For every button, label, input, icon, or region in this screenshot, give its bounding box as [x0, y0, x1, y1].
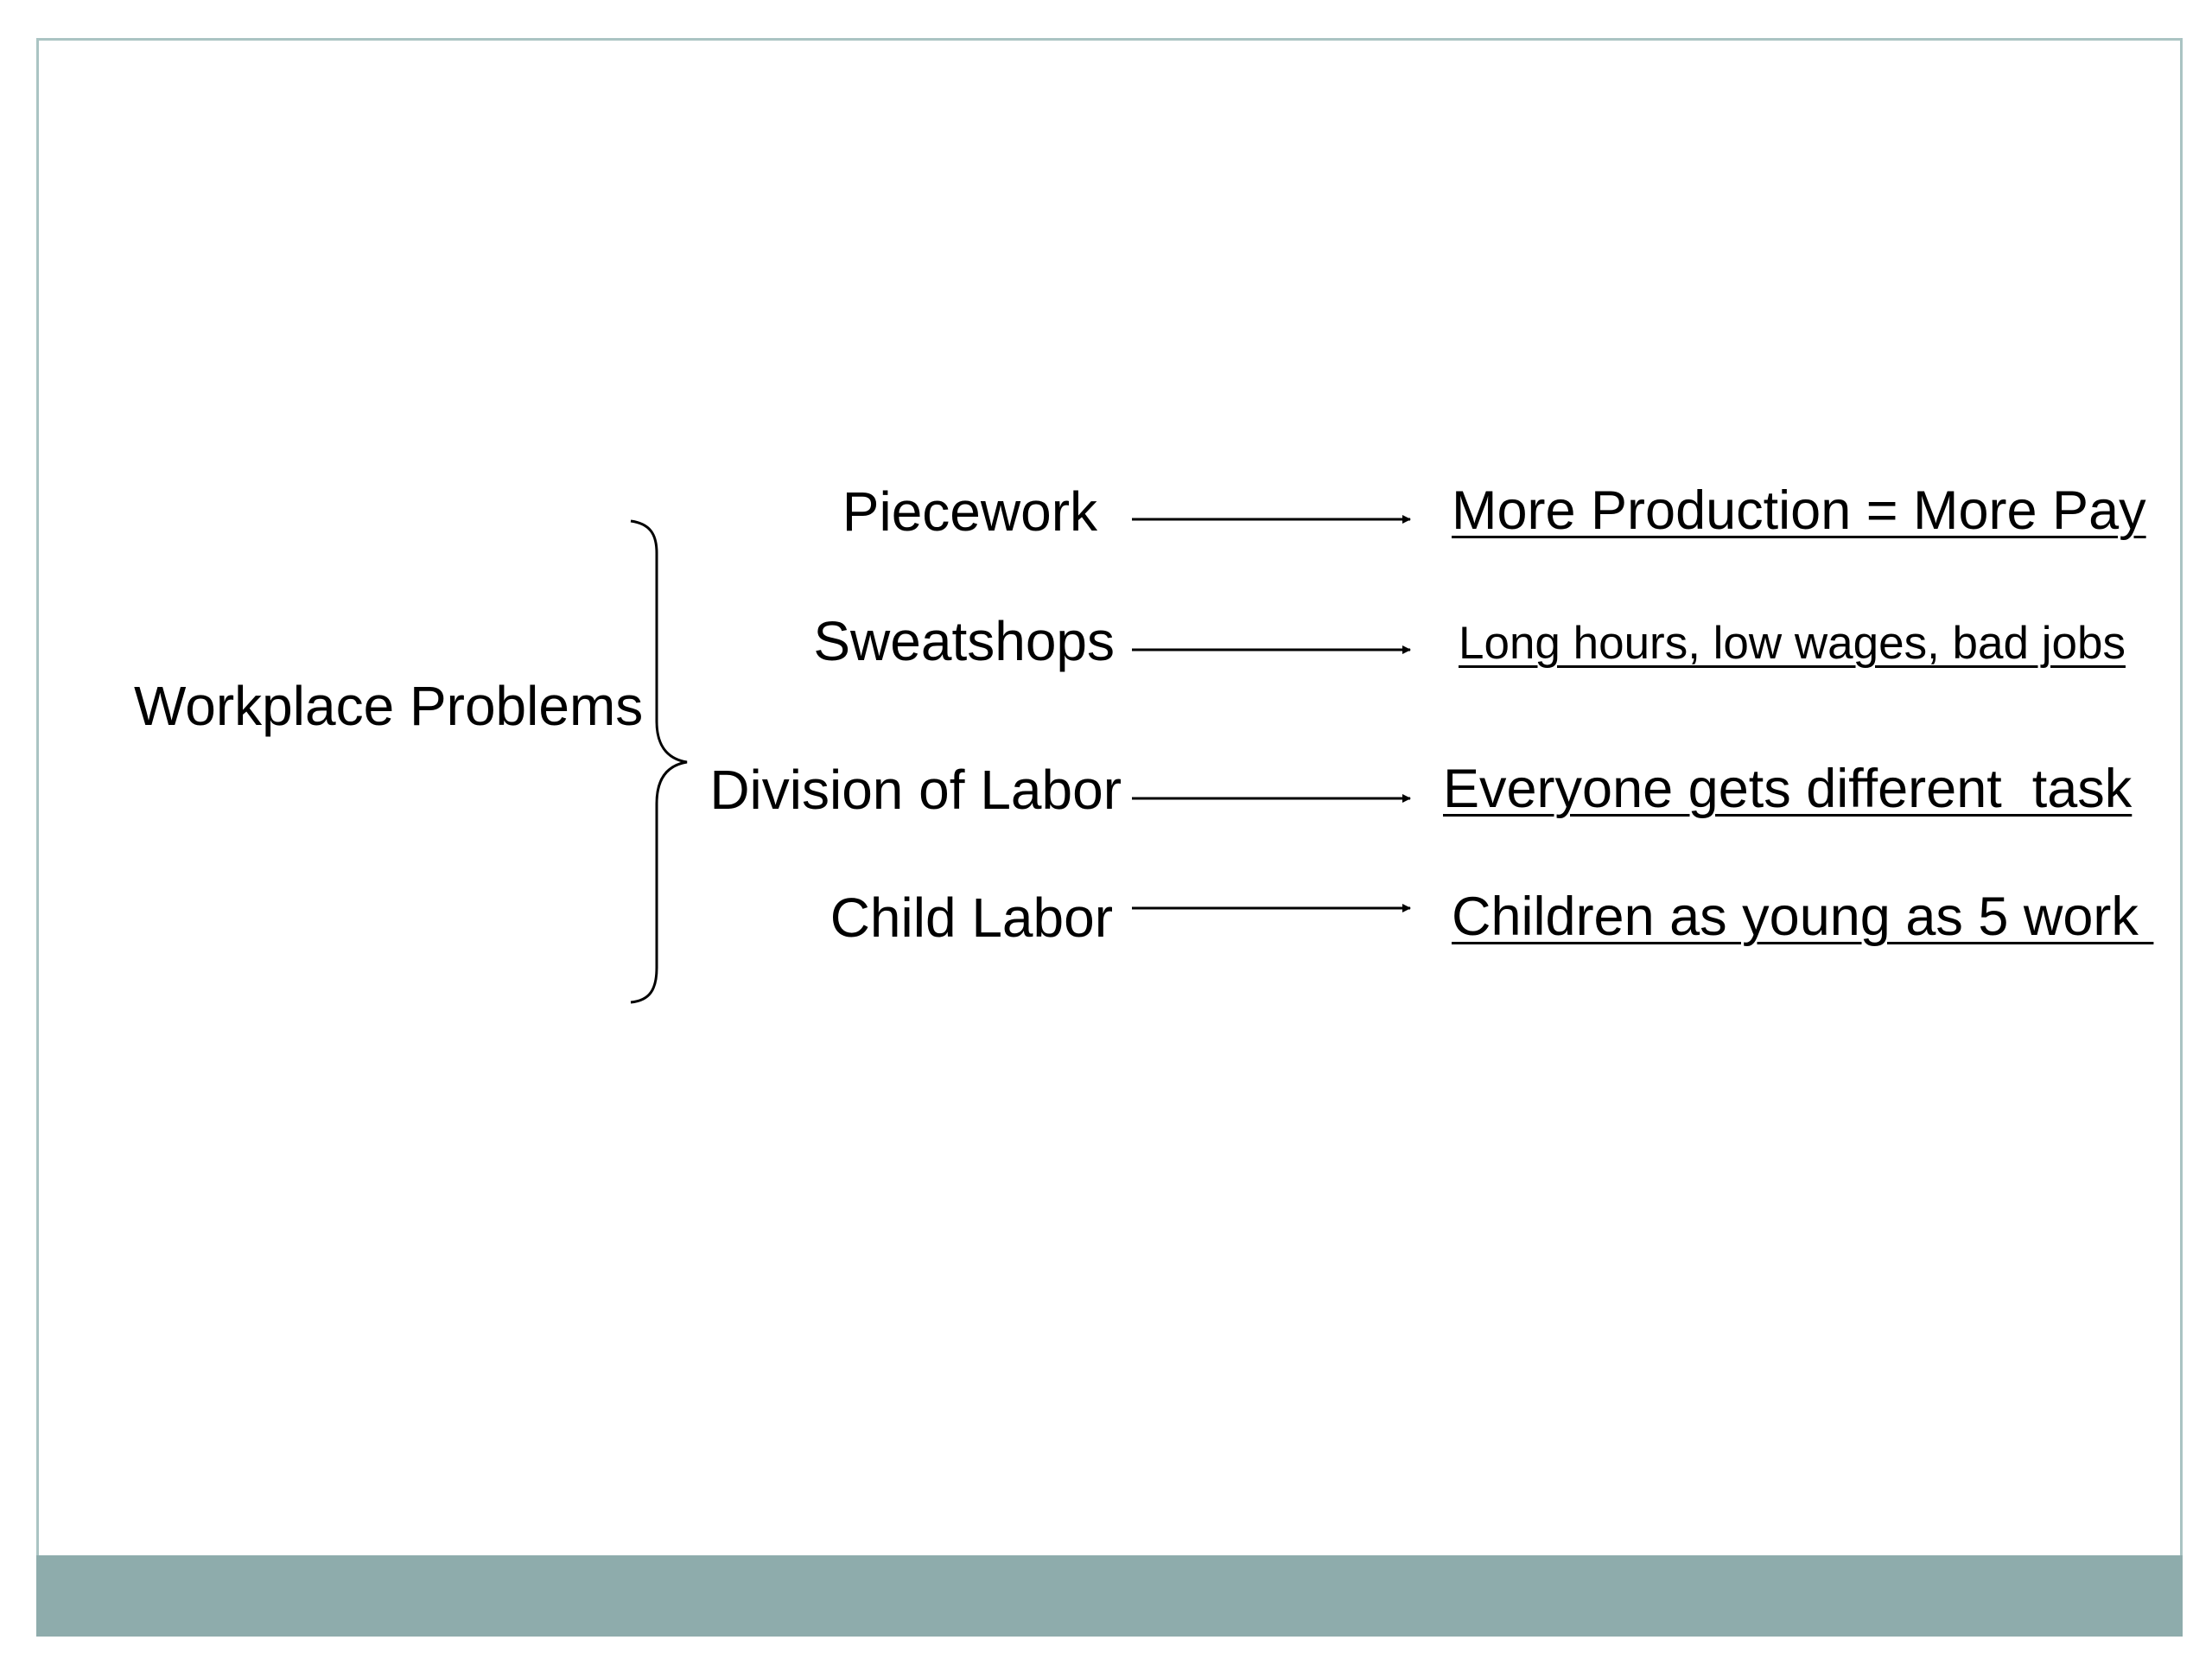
footer-bar: [36, 1555, 2183, 1637]
item-label-sweatshops: Sweatshops: [813, 610, 1115, 672]
result-piecework: More Production = More Pay: [1452, 480, 2146, 541]
result-division-of-labor: Everyone gets different task: [1443, 759, 2133, 819]
item-label-child-labor: Child Labor: [830, 887, 1113, 949]
main-label: Workplace Problems: [134, 675, 644, 737]
result-child-labor: Children as young as 5 work: [1452, 887, 2154, 947]
slide-frame: [36, 38, 2183, 1637]
result-sweatshops: Long hours, low wages, bad jobs: [1459, 618, 2126, 669]
curly-brace: [630, 519, 688, 1004]
item-label-piecework: Piecework: [842, 480, 1097, 543]
item-label-division-of-labor: Division of Labor: [709, 759, 1122, 821]
